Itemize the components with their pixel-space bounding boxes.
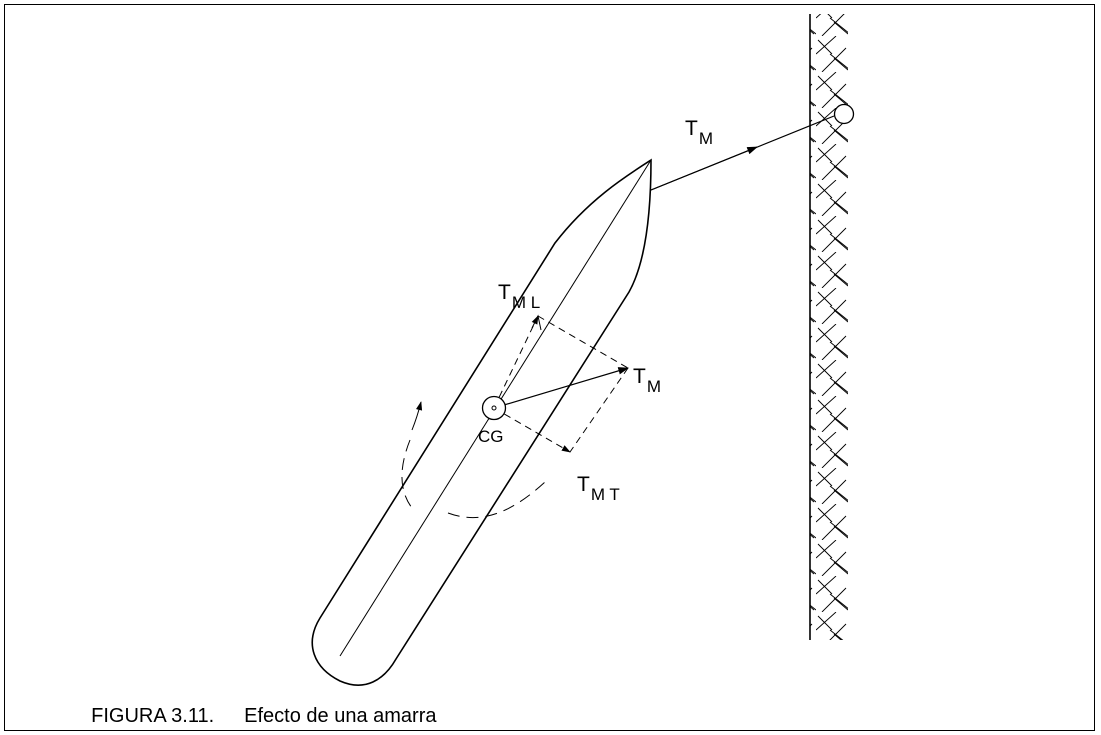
mooring-line xyxy=(650,115,835,191)
figure-caption: FIGURA 3.11. Efecto de una amarra xyxy=(80,682,436,728)
figure-caption-text: Efecto de una amarra xyxy=(244,705,437,727)
label-tension-transverse: TM T xyxy=(577,473,620,504)
force-decomposition xyxy=(493,314,630,453)
rotation-arrow xyxy=(401,401,546,519)
label-tension-mooring: TM xyxy=(685,117,713,148)
label-tension-center: TM xyxy=(633,365,661,396)
ship-hull xyxy=(311,158,652,686)
figure-frame xyxy=(4,4,1095,731)
label-tension-longitudinal: TM L xyxy=(498,281,540,312)
figure-number: FIGURA 3.11. xyxy=(91,705,215,727)
center-of-gravity-marker xyxy=(481,395,507,421)
label-center-of-gravity: CG xyxy=(478,427,504,446)
bollard xyxy=(833,103,855,125)
